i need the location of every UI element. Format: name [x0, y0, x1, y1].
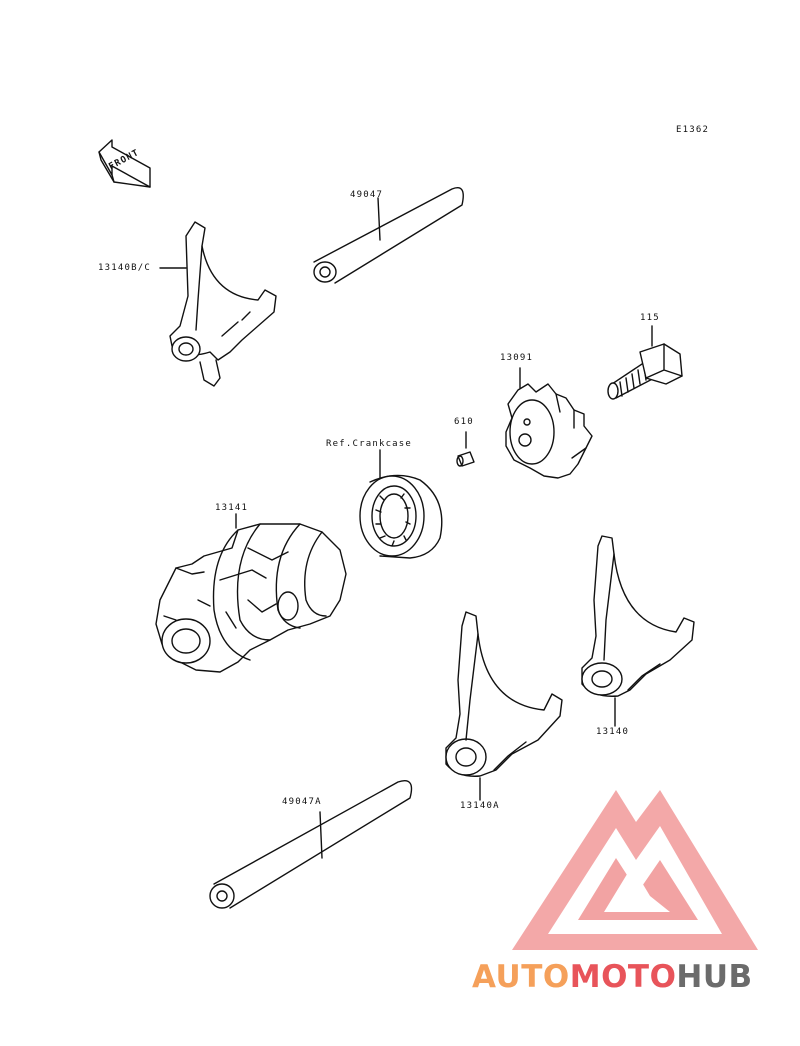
- watermark-moto: MOTO: [569, 959, 677, 995]
- label-shaft-upper: 49047: [350, 190, 384, 200]
- label-shaft-lower: 49047A: [282, 797, 322, 807]
- label-drum: 13141: [215, 503, 249, 513]
- leader-shaft-lower: [319, 811, 323, 859]
- watermark-logo-icon: [512, 790, 758, 950]
- diagram-code: E1362: [676, 125, 710, 135]
- label-bolt: 115: [640, 313, 660, 323]
- watermark-hub: HUB: [676, 959, 753, 995]
- star-plate-13091: [505, 383, 593, 479]
- label-fork: 13140: [596, 727, 630, 737]
- label-pin: 610: [454, 417, 474, 427]
- leader-shaft-upper: [377, 197, 381, 241]
- bolt-115: [607, 343, 683, 400]
- shift-drum-13141: [155, 523, 347, 673]
- watermark-auto: AUTO: [472, 959, 570, 995]
- shaft-upper-49047: [313, 187, 464, 284]
- shift-fork-13140a: [445, 611, 563, 777]
- watermark-text: AUTOMOTOHUB: [472, 962, 753, 993]
- shaft-lower-49047a: [209, 780, 413, 909]
- label-fork-bc: 13140B/C: [98, 263, 151, 273]
- bearing-ref-crankcase: [359, 474, 443, 559]
- shift-fork-13140: [581, 535, 695, 697]
- label-fork-a: 13140A: [460, 801, 500, 811]
- label-star-plate: 13091: [500, 353, 534, 363]
- front-arrow-icon: [98, 139, 151, 188]
- shift-fork-13140bc: [169, 221, 277, 387]
- pin-610: [456, 451, 475, 467]
- label-ref-crankcase: Ref.Crankcase: [326, 439, 413, 449]
